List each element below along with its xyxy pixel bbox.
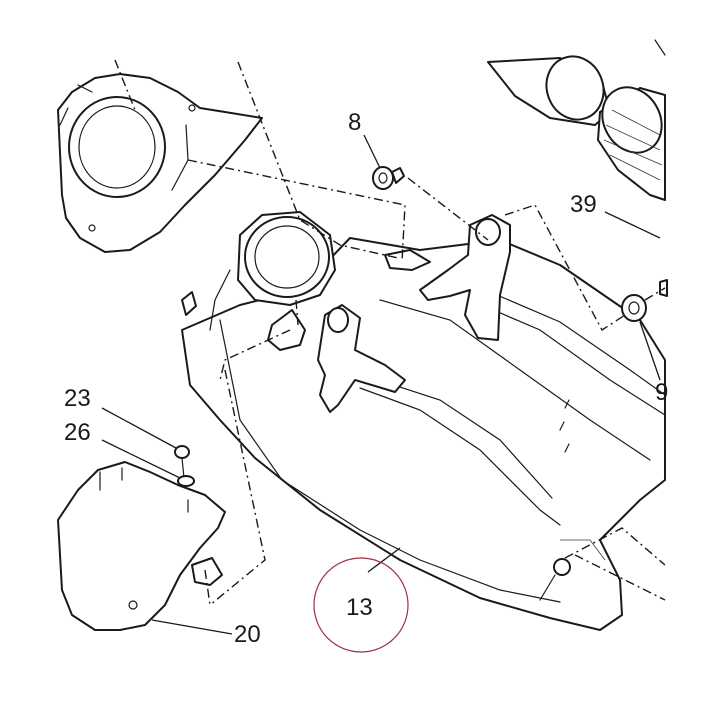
upper-heat-shield [57,73,263,253]
callout-39: 39 [570,191,597,218]
fasteners [174,166,668,513]
leader-lines [101,134,661,635]
highlight-circle [313,557,409,653]
bolt-23 [174,445,190,479]
lower-end-cover [57,461,226,631]
inlet-collar [209,211,336,331]
bolt-8 [372,166,405,190]
highlighted-callout-13[interactable]: 13 [313,557,409,653]
callout-8: 8 [348,109,361,136]
grommet-39 [621,294,647,322]
exhaust-pipe-ends [487,55,666,201]
callout-13: 13 [346,594,373,621]
callout-9-partial: 9 [655,379,668,406]
washer-26 [177,475,195,487]
assembly-lines [114,59,666,606]
edge-fragment [654,39,666,56]
callout-26: 26 [64,419,91,446]
callout-23: 23 [64,385,91,412]
callout-20: 20 [234,621,261,648]
